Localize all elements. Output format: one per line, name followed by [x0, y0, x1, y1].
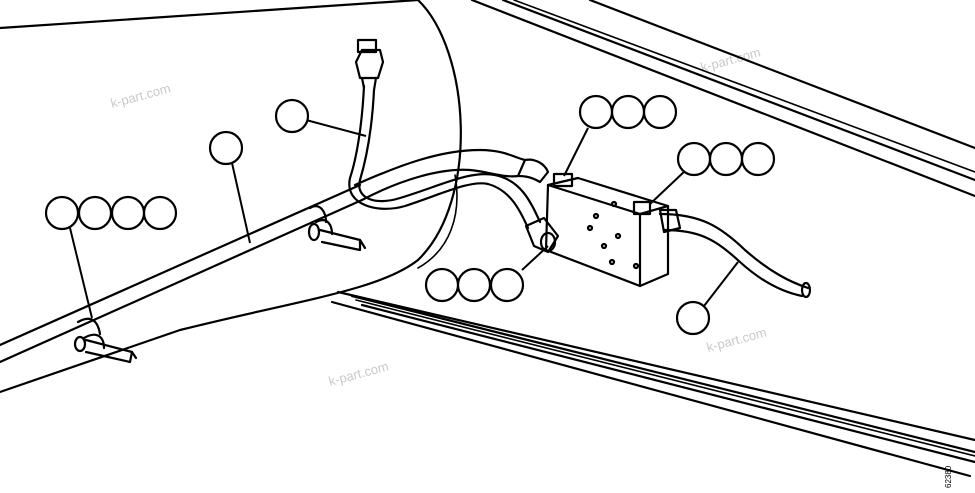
callout-4	[77, 195, 113, 231]
watermark-1: k-part.com	[109, 81, 172, 111]
crossover-hose	[353, 148, 550, 202]
callout-16	[675, 300, 711, 336]
callout-group	[44, 94, 776, 336]
lower-frame-rail	[330, 290, 975, 478]
main-hydraulic-line	[0, 183, 364, 364]
callout-7	[578, 94, 614, 130]
leader-lines	[69, 119, 739, 319]
upper-frame-rail	[470, 0, 975, 198]
callout-6	[142, 195, 178, 231]
upper-loop-hose	[348, 38, 542, 230]
callout-13	[424, 267, 460, 303]
tank-shell	[0, 0, 462, 394]
left-line-clamp	[73, 317, 138, 364]
callout-1	[274, 98, 310, 134]
watermark-3: k-part.com	[705, 325, 768, 355]
watermark-2: k-part.com	[699, 45, 762, 75]
middle-line-clamp	[307, 205, 367, 252]
callout-5	[110, 195, 146, 231]
callout-11	[708, 141, 744, 177]
watermark-4: k-part.com	[327, 359, 390, 389]
manifold-block	[544, 172, 670, 288]
elbow-fitting	[524, 216, 560, 254]
callout-9	[642, 94, 678, 130]
callout-8	[610, 94, 646, 130]
outlet-hose	[658, 208, 812, 299]
callout-10	[676, 141, 712, 177]
drawing-code: 62380	[944, 465, 953, 488]
callout-12	[740, 141, 776, 177]
callout-3	[44, 195, 80, 231]
callout-2	[208, 130, 244, 166]
callout-15	[489, 267, 525, 303]
callout-14	[456, 267, 492, 303]
